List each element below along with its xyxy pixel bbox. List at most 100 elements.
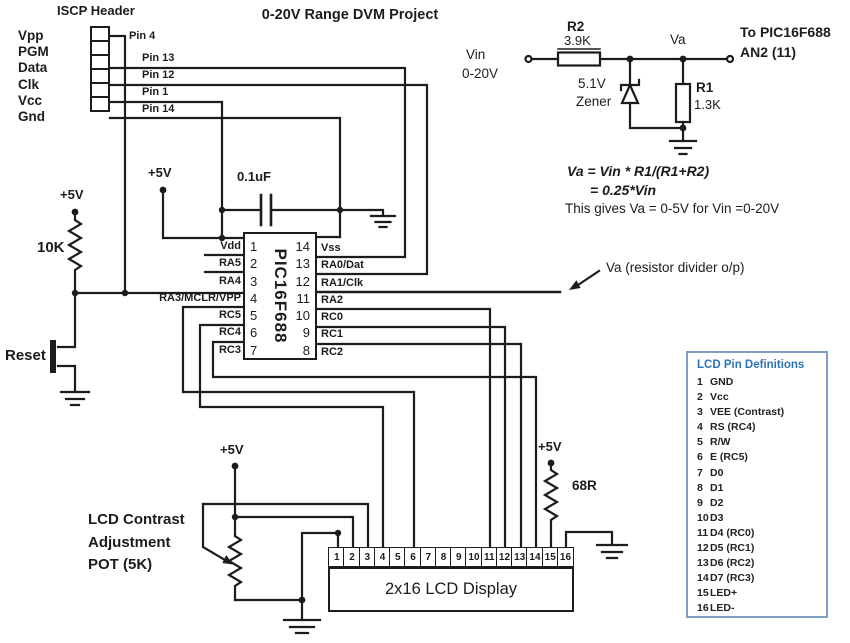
wire-label-pin1: Pin 1 xyxy=(142,86,169,98)
chip-pin-label: RA2 xyxy=(321,293,344,306)
reset-switch-symbol xyxy=(50,291,91,407)
lcd-defs-pin-number: 4 xyxy=(697,421,703,434)
chip-pin-label: RA4 xyxy=(218,274,241,287)
wire-clk-ra1 xyxy=(108,83,429,276)
chip-pin-number: 6 xyxy=(250,325,258,341)
wire-label-pin13: Pin 13 xyxy=(142,52,175,64)
vdd-supply-wire xyxy=(159,186,344,242)
pot-label: LCD Contrast Adjustment POT (5K) xyxy=(88,509,185,577)
iscp-pin-name: Vcc xyxy=(18,92,43,108)
chip-stub-wires xyxy=(203,235,342,274)
r2-value-label: 3.9K xyxy=(564,33,591,48)
chip-pin-number: 3 xyxy=(250,273,258,289)
chip-pin-number: 1 xyxy=(250,239,258,254)
lcd-display-label: 2x16 LCD Display xyxy=(384,580,518,598)
chip-pin-label: RC1 xyxy=(321,328,344,341)
zener-name-label: Zener xyxy=(576,94,612,109)
backlight-resistor-label: 68R xyxy=(572,478,597,493)
zener-value-label: 5.1V xyxy=(578,76,606,91)
lcd-defs-pin-number: 7 xyxy=(697,466,703,479)
wire-vpp-mclr xyxy=(108,34,127,295)
lcd-pin-box: 16 xyxy=(556,547,574,567)
decoupling-capacitor-symbol xyxy=(220,193,397,229)
lcd-defs-pin-number: 14 xyxy=(697,572,709,585)
ground-icon xyxy=(668,126,698,156)
pot-wiper-arrow-icon xyxy=(222,555,233,565)
ground-icon xyxy=(59,390,91,407)
ground-icon xyxy=(282,598,322,635)
chip-name-label: PIC16F688 xyxy=(271,248,290,344)
chip-pin-number: 13 xyxy=(295,256,310,272)
lcd-led-minus-ground xyxy=(564,530,629,560)
divider-circuit xyxy=(524,48,735,156)
wire-rc3-d7 xyxy=(211,340,538,549)
chip-pin-number: 11 xyxy=(296,290,311,306)
rail-5v-label: +5V xyxy=(220,442,244,457)
lcd-defs-item: 15LED+ xyxy=(697,586,822,601)
va-note-label: Va (resistor divider o/p) xyxy=(606,260,745,275)
wire-label-pin4: Pin 4 xyxy=(129,30,156,42)
chip-pin-number: 5 xyxy=(250,308,258,324)
formula-line1: Va = Vin * R1/(R1+R2) xyxy=(567,163,710,179)
lcd-pin-box: 11 xyxy=(480,547,498,567)
wire-rc4-rs xyxy=(198,323,385,549)
va-note-arrow-icon xyxy=(569,269,601,290)
rail-5v-label: +5V xyxy=(148,165,172,180)
wire-rc5-e xyxy=(181,305,416,549)
chip-pin-label: RA3/MCLR/VPP xyxy=(159,291,241,304)
iscp-pin-name: PGM xyxy=(18,44,49,60)
pot-label-line2: Adjustment xyxy=(88,533,171,551)
iscp-pin-name: Clk xyxy=(18,76,40,92)
lcd-defs-item: 14D7 (RC3) xyxy=(697,571,822,586)
wire-rc0-d4 xyxy=(315,307,492,549)
lcd-defs-pin-number: 1 xyxy=(697,376,703,388)
lcd-defs-pin-number: 2 xyxy=(697,391,703,404)
lcd-display: 2x16 LCD Display xyxy=(328,567,574,612)
lcd-defs-item: 10D3 xyxy=(697,511,822,526)
vin-range-label: 0-20V xyxy=(462,66,499,81)
lcd-defs-pin-label: D5 (RC1) xyxy=(710,542,755,555)
pullup-value-label: 10K xyxy=(37,239,65,256)
resistor-r2-icon xyxy=(556,51,602,67)
lcd-defs-pin-number: 13 xyxy=(697,557,709,570)
wire-data-ra0 xyxy=(108,66,407,259)
lcd-defs-pin-number: 12 xyxy=(697,542,709,555)
lcd-defs-pin-label: Vcc xyxy=(710,391,729,404)
chip-pin-number: 12 xyxy=(295,273,310,289)
iscp-header-connector xyxy=(90,26,110,112)
lcd-defs-pin-label: D2 xyxy=(710,496,724,509)
chip-pin-number: 4 xyxy=(250,290,258,306)
pot-wiper-wire xyxy=(201,502,227,562)
pot-label-line3: POT (5K) xyxy=(88,556,153,573)
lcd-defs-item: 13D6 (RC2) xyxy=(697,556,822,571)
chip-pin-label: RC0 xyxy=(321,311,344,324)
lcd-defs-pin-label: D6 (RC2) xyxy=(710,557,755,570)
chip-pin-label: RC4 xyxy=(218,326,241,339)
pullup-resistor-symbol xyxy=(66,208,84,295)
lcd-defs-pin-label: D1 xyxy=(710,481,724,494)
chip-pin-label: Vss xyxy=(321,242,341,254)
wire-vcc-vdd xyxy=(108,100,224,240)
wire-wiper-vee xyxy=(201,502,370,549)
lcd-defs-pin-number: 15 xyxy=(697,587,709,600)
iscp-pin-box xyxy=(90,96,110,112)
chip-pin-label: RC2 xyxy=(321,345,344,358)
lcd-defs-pin-number: 8 xyxy=(697,481,703,494)
lcd-defs-item: 8 D1 xyxy=(697,481,822,496)
lcd-defs-item: 12D5 (RC1) xyxy=(697,541,822,556)
va-node-label: Va xyxy=(670,32,686,47)
lcd-defs-item: 2 Vcc xyxy=(697,390,822,405)
vin-label: Vin xyxy=(466,47,486,62)
rail-5v-label: +5V xyxy=(538,439,562,454)
wire-gnd-vss xyxy=(108,116,342,239)
chip-pin-number: 9 xyxy=(302,325,310,341)
lcd-data-wires xyxy=(181,290,562,549)
